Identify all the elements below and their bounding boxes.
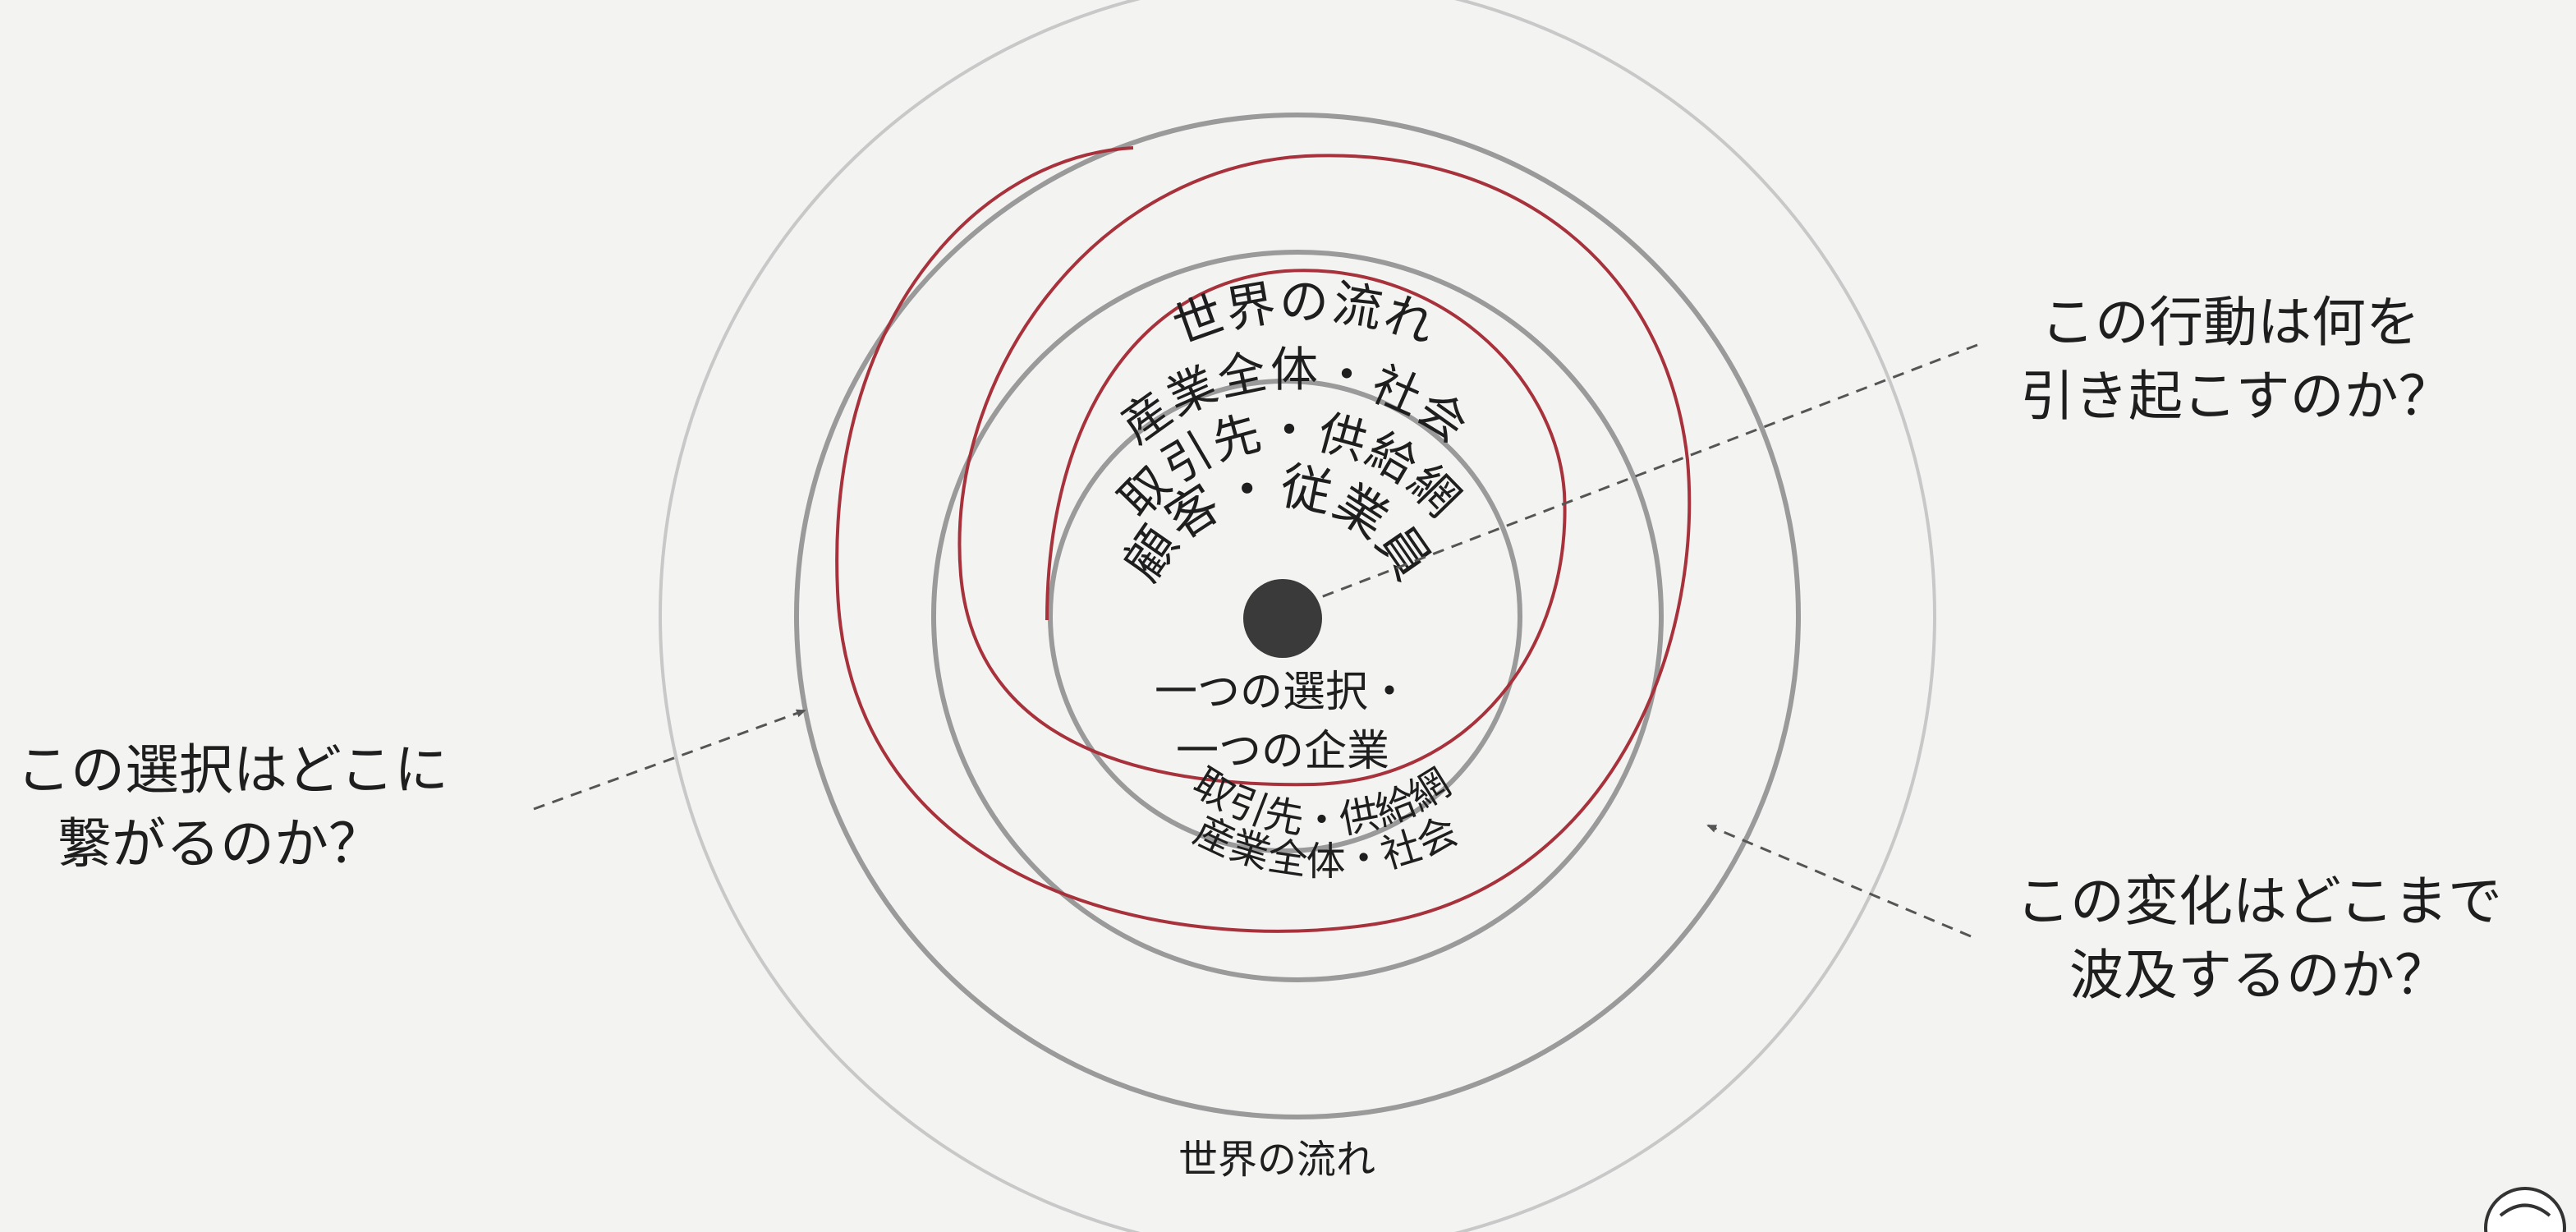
- ring-world: [659, 0, 1936, 1232]
- ring-customers: [1048, 379, 1522, 853]
- question-right-top-line2: 引き起こすのか？: [2020, 365, 2453, 428]
- center-caption-line1: 一つの選択・: [1155, 668, 1411, 717]
- ring-industry: [794, 113, 1801, 1119]
- center-dot: [1243, 579, 1322, 658]
- world-label-bottom: 世界の流れ: [1178, 1137, 1375, 1183]
- arrow-bottom-right: [1706, 824, 1972, 938]
- spiral-line: [835, 146, 1692, 933]
- center-caption-line2: 一つの企業: [1176, 727, 1389, 776]
- arrow-left: [533, 709, 806, 811]
- ring-partners: [931, 250, 1664, 982]
- question-left-line2: 繋がるのか？: [57, 812, 383, 876]
- question-left-line1: この選択はどこに: [16, 738, 448, 802]
- question-right-bottom-line2: 波及するのか？: [2069, 944, 2449, 1007]
- corner-logo: [2484, 1187, 2566, 1232]
- question-right-bottom-line1: この変化はどこまで: [2016, 870, 2502, 933]
- question-right-top-line1: この行動は何を: [2041, 291, 2420, 354]
